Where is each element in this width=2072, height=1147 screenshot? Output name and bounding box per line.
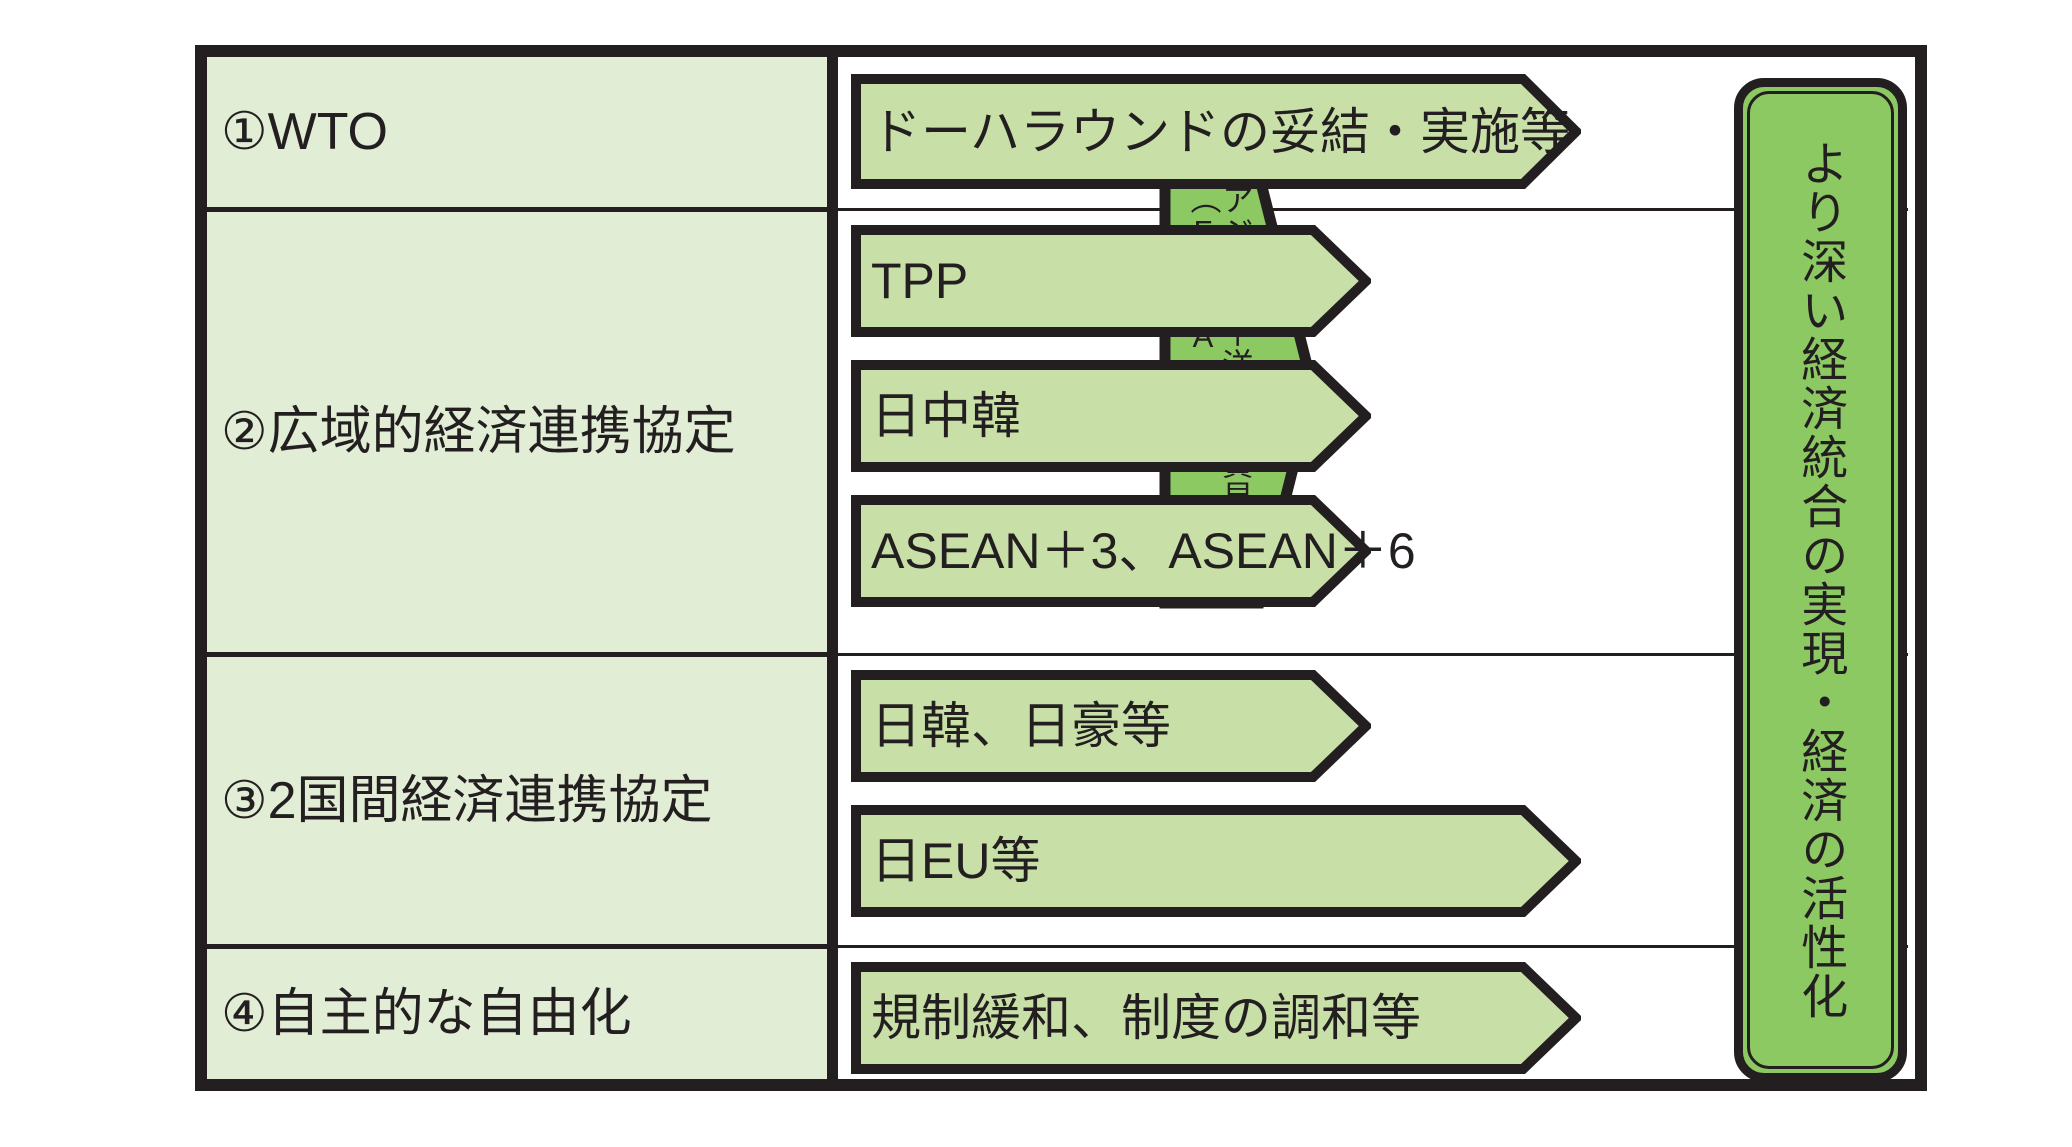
diagram-frame: ①WTO ②広域的経済連携協定 ③2国間経済連携協定 ④自主的な自由化 ドーハラ… [195, 45, 1927, 1091]
arrow-bilateral-korea-australia: 日韓、日豪等 [851, 670, 1371, 782]
outcome-label: より深い経済統合の実現・経済の活性化 [1794, 139, 1848, 1021]
arrow-shape-icon [851, 805, 1581, 917]
arrow-japan-china-korea: 日中韓 [851, 360, 1371, 472]
arrow-label-bilateral-korea-australia: 日韓、日豪等 [871, 698, 1171, 754]
column-divider [827, 57, 838, 1079]
row-label-1: ①WTO [221, 103, 388, 161]
arrow-doha-round: ドーハラウンドの妥結・実施等 [851, 74, 1581, 189]
arrow-shape-icon [851, 962, 1581, 1074]
row-label-cell-4: ④自主的な自由化 [207, 949, 827, 1079]
arrow-asean-plus: ASEAN＋3、ASEAN＋6 [851, 495, 1416, 607]
row-divider-right-2 [838, 653, 1908, 656]
row-divider-right-3 [838, 945, 1908, 948]
arrow-shape-icon [851, 670, 1371, 782]
arrow-shape-icon [851, 495, 1371, 607]
arrow-shape-icon [851, 74, 1581, 189]
arrow-label-japan-china-korea: 日中韓 [871, 388, 1021, 444]
row-label-2: ②広域的経済連携協定 [221, 403, 736, 461]
arrow-label-deregulation: 規制緩和、制度の調和等 [871, 990, 1421, 1046]
arrow-label-tpp: TPP [871, 253, 969, 309]
row-divider-3 [207, 944, 827, 949]
arrow-deregulation: 規制緩和、制度の調和等 [851, 962, 1581, 1074]
arrow-label-doha-round: ドーハラウンドの妥結・実施等 [871, 103, 1570, 160]
row-divider-1 [207, 207, 827, 212]
arrow-label-japan-eu: 日EU等 [871, 833, 1041, 889]
arrow-tpp: TPP [851, 225, 1371, 337]
arrow-label-asean-plus: ASEAN＋3、ASEAN＋6 [871, 523, 1416, 579]
row-divider-right-1 [838, 208, 1908, 211]
arrow-japan-eu: 日EU等 [851, 805, 1581, 917]
row-label-cell-2: ②広域的経済連携協定 [207, 212, 827, 652]
row-divider-2 [207, 652, 827, 657]
row-label-3: ③2国間経済連携協定 [221, 771, 713, 830]
outcome-bar: より深い経済統合の実現・経済の活性化 [1734, 78, 1907, 1082]
row-label-4: ④自主的な自由化 [221, 985, 632, 1043]
arrow-shape-icon [851, 225, 1371, 337]
row-label-cell-3: ③2国間経済連携協定 [207, 657, 827, 944]
row-label-cell-1: ①WTO [207, 57, 827, 207]
arrow-shape-icon [851, 360, 1371, 472]
